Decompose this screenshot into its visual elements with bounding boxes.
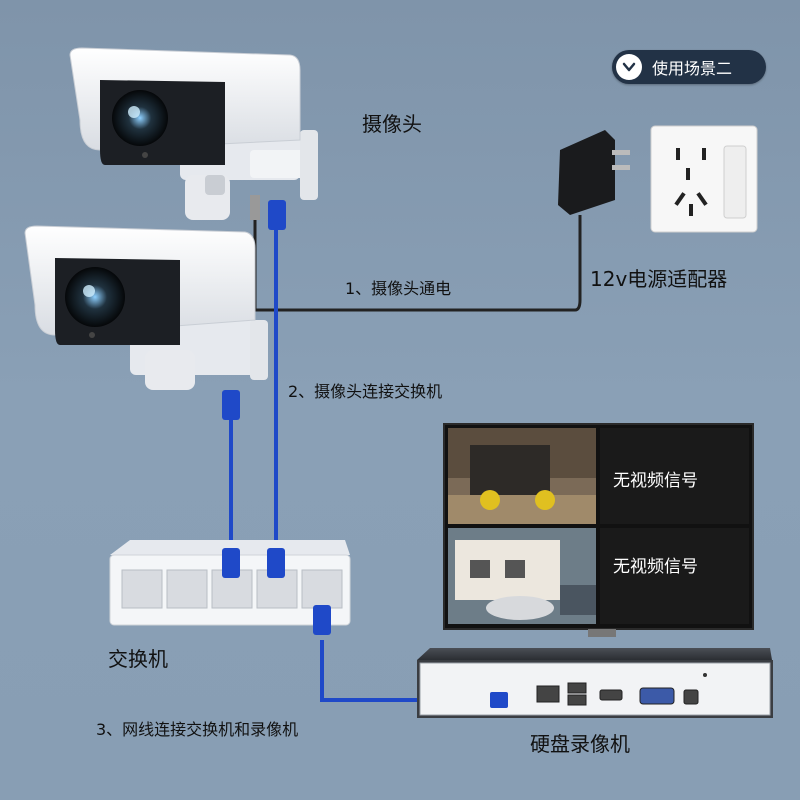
camera-bottom [24, 225, 268, 420]
step1-label: 1、摄像头通电 [345, 279, 452, 298]
scene-badge: 使用场景二 [612, 50, 766, 84]
step3-label: 3、网线连接交换机和录像机 [96, 720, 299, 739]
power-wire [253, 215, 582, 312]
camera-top [69, 47, 318, 230]
switch-label: 交换机 [108, 647, 168, 671]
monitor-no-signal-1: 无视频信号 [613, 471, 698, 491]
camera-label: 摄像头 [362, 112, 422, 136]
monitor [443, 423, 754, 637]
nvr-recorder [417, 648, 773, 718]
network-switch [109, 540, 351, 635]
adapter-label: 12v电源适配器 [590, 267, 728, 291]
monitor-no-signal-2: 无视频信号 [613, 557, 698, 577]
chevron-down-icon [616, 54, 642, 80]
nvr-label: 硬盘录像机 [530, 732, 630, 756]
power-adapter [558, 130, 630, 215]
scene-badge-text: 使用场景二 [652, 59, 733, 78]
step2-label: 2、摄像头连接交换机 [288, 382, 443, 401]
wall-socket [650, 125, 758, 233]
